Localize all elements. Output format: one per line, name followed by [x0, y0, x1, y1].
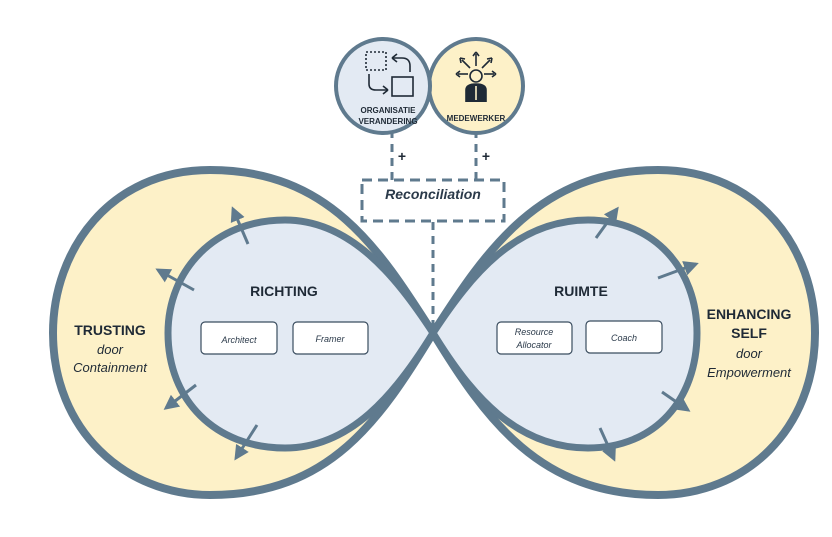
role-architect-label: Architect — [220, 335, 257, 345]
reconciliation-label: Reconciliation — [385, 186, 481, 202]
enhancing-sub1: door — [736, 346, 763, 361]
arrow-left-top — [230, 206, 250, 245]
arrow-left-lower — [163, 383, 197, 410]
left-arrows — [155, 206, 259, 461]
role-resource-allocator: Resource Allocator — [496, 321, 573, 355]
right-arrows — [594, 206, 699, 462]
enhancing-title-2: SELF — [731, 325, 767, 341]
role-coach: Coach — [585, 320, 663, 354]
enhancing-sub2: Empowerment — [707, 365, 792, 380]
role-architect: Architect — [200, 321, 278, 355]
arrow-left-upper — [155, 268, 195, 292]
arrow-left-bottom — [234, 424, 259, 461]
dashed-connectors — [390, 130, 478, 328]
reconciliation-box — [360, 178, 506, 223]
person-arrows-icon — [455, 51, 497, 102]
organisatie-label-1: ORGANISATIE — [361, 106, 417, 115]
ruimte-title: RUIMTE — [554, 283, 608, 299]
plus-right: + — [482, 148, 490, 164]
inner-infinity — [164, 216, 701, 452]
organisatie-label-2: VERANDERING — [358, 117, 417, 126]
arrow-right-bottom — [598, 427, 616, 462]
enhancing-title-1: ENHANCING — [707, 306, 792, 322]
arrow-right-upper — [657, 261, 699, 280]
medewerker-label: MEDEWERKER — [447, 114, 506, 123]
arrow-right-lower — [661, 390, 691, 412]
transform-icon — [365, 51, 414, 97]
arrow-right-top — [594, 206, 619, 239]
plus-left: + — [398, 148, 406, 164]
trusting-sub2: Containment — [73, 360, 148, 375]
role-resource-label-2: Allocator — [515, 340, 552, 350]
role-resource-label-1: Resource — [515, 327, 554, 337]
role-coach-label: Coach — [611, 333, 637, 343]
role-framer: Framer — [292, 321, 369, 355]
trusting-title: TRUSTING — [74, 322, 146, 338]
richting-title: RICHTING — [250, 283, 318, 299]
trusting-sub1: door — [97, 342, 124, 357]
role-framer-label: Framer — [316, 334, 346, 344]
